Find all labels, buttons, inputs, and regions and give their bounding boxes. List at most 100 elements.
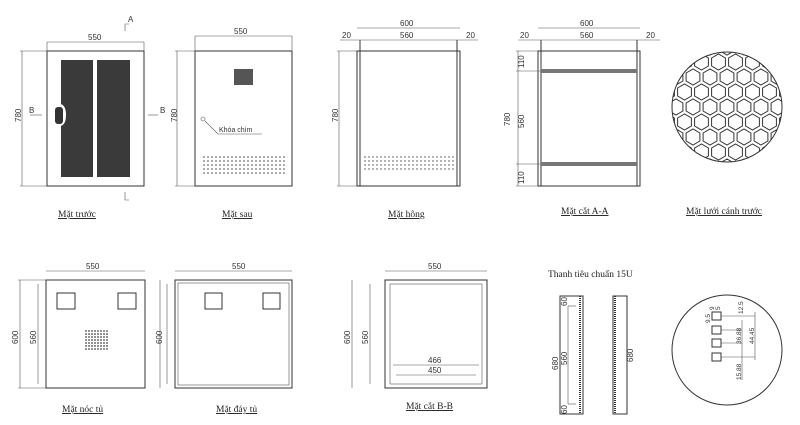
aa-mid-dim: 560 — [580, 31, 594, 40]
hex-cell — [797, 144, 800, 160]
rail2-total-dim: 680 — [626, 348, 635, 362]
front-view: 550 780 B B A Mặt trước — [14, 15, 165, 220]
hex-cell — [762, 113, 777, 131]
hex-cell — [728, 143, 743, 161]
mesh-detail: Mặt lưới cánh trước — [652, 39, 800, 217]
hex-cell — [652, 159, 666, 175]
bb-inner-dim: 560 — [361, 330, 370, 344]
rail-total-dim: 680 — [551, 356, 560, 370]
front-width-dim: 550 — [88, 33, 102, 42]
hex-cell — [719, 98, 735, 116]
section-b-left: B — [29, 106, 34, 115]
aa-height-dim: 780 — [503, 112, 512, 126]
hex-cell — [672, 52, 684, 56]
hex-cell — [677, 83, 692, 101]
back-grille — [234, 69, 253, 85]
bb-d1-dim: 466 — [428, 356, 442, 365]
aa-total-dim: 600 — [580, 19, 594, 28]
top-grille — [85, 330, 108, 350]
hex-cell — [753, 52, 769, 56]
detail-e: 36.88 — [736, 327, 743, 344]
hex-cell — [736, 68, 752, 86]
hex-cell — [652, 69, 666, 85]
hex-cell — [779, 53, 782, 71]
hex-cell — [652, 39, 666, 55]
hex-cell — [797, 84, 800, 100]
bb-depth-dim: 600 — [343, 330, 352, 344]
hex-cell — [685, 68, 701, 86]
hex-cell — [719, 68, 735, 86]
hex-cell — [788, 129, 800, 145]
lock-label: Khóa chìm — [219, 127, 253, 134]
hex-cell — [702, 128, 718, 146]
hex-cell — [770, 158, 782, 162]
side-height-dim: 780 — [331, 108, 340, 122]
bottom-width-dim: 550 — [232, 262, 246, 271]
front-height-dim: 780 — [14, 108, 23, 122]
hex-cell — [770, 98, 782, 116]
hex-cell — [652, 99, 666, 115]
side-vents — [364, 156, 454, 170]
hex-cell — [702, 52, 718, 56]
door-perforation — [61, 60, 130, 177]
side-mid-dim: 560 — [400, 31, 414, 40]
aa-middle-dim: 560 — [517, 114, 526, 128]
detail-g: 15.88 — [736, 363, 743, 380]
hex-cell — [672, 143, 675, 161]
hex-cell — [652, 129, 666, 145]
hex-cell — [745, 113, 760, 131]
back-height-dim: 780 — [170, 108, 179, 122]
side-total-dim: 600 — [400, 19, 414, 28]
aa-top-dim: 110 — [517, 55, 526, 68]
hex-cell — [711, 143, 726, 161]
rail-title: Thanh tiêu chuẩn 15U — [548, 269, 633, 280]
hex-cell — [770, 52, 782, 56]
side-caption: Mặt hông — [388, 210, 425, 220]
hex-cell — [711, 83, 726, 101]
hex-cell — [788, 39, 800, 55]
hex-cell — [788, 159, 800, 175]
hex-cell — [728, 83, 743, 101]
hex-cell — [672, 158, 684, 162]
hex-cell — [788, 69, 800, 85]
section-aa-view: 600 20 560 20 780 110 560 110 Mặt cắt A-… — [503, 19, 660, 217]
bb-width-dim: 550 — [428, 262, 442, 271]
rail-top — [541, 69, 637, 73]
hex-cell — [753, 98, 769, 116]
hex-cell — [779, 143, 782, 161]
detail-a: 9 — [709, 306, 716, 310]
hex-cell — [779, 113, 782, 131]
hex-cell — [797, 54, 800, 70]
side-right-dim: 20 — [466, 31, 475, 40]
hex-cell — [685, 98, 701, 116]
hex-cell — [711, 113, 726, 131]
hex-cell — [677, 113, 692, 131]
hex-cell — [719, 128, 735, 146]
hex-cell — [736, 128, 752, 146]
rail-mid-dim: 560 — [560, 351, 569, 365]
hex-cell — [753, 68, 769, 86]
hex-cell — [672, 113, 675, 131]
hex-cell — [694, 83, 709, 101]
hex-cell — [711, 53, 726, 71]
top-caption: Mặt nóc tủ — [62, 405, 103, 415]
back-caption: Mặt sau — [222, 210, 253, 220]
hex-cell — [736, 98, 752, 116]
rail-detail: Thanh tiêu chuẩn 15U 680 60 560 60 680 9… — [548, 269, 783, 415]
hex-cell — [719, 52, 735, 56]
hex-cell — [685, 52, 701, 56]
back-vents — [203, 156, 285, 174]
hex-cell — [788, 99, 800, 115]
rail-bottom — [541, 162, 637, 166]
detail-d: 9.5 — [705, 314, 712, 323]
bb-caption: Mặt cắt B-B — [406, 401, 453, 412]
door-handle-icon — [55, 107, 63, 124]
side-view: 600 20 560 20 780 Mặt hông — [331, 19, 478, 220]
front-caption: Mặt trước — [58, 210, 96, 220]
detail-b: 5 — [715, 306, 722, 310]
aa-right-dim: 20 — [646, 31, 655, 40]
hex-cell — [728, 53, 743, 71]
hex-cell — [702, 158, 718, 162]
bottom-view: 550 600 Mặt đáy tủ — [155, 262, 293, 415]
